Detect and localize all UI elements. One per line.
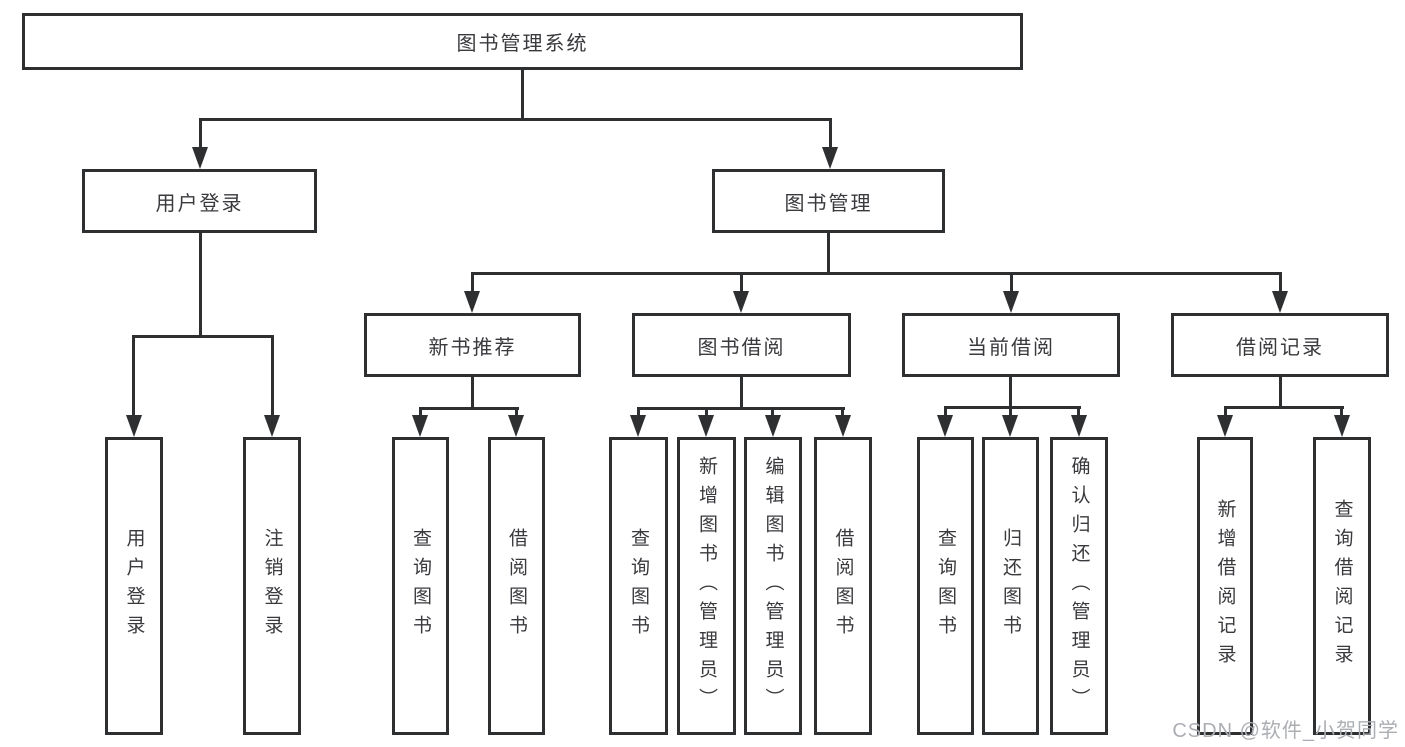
leaf-query-books-recommend: 查询图书: [392, 437, 449, 735]
arrow-down-icon: [412, 415, 428, 437]
connector-line: [521, 70, 524, 118]
connector-line: [271, 335, 274, 417]
arrow-down-icon: [1217, 415, 1233, 437]
leaf-confirm-return-admin: 确认归还（管理员）: [1050, 437, 1108, 735]
connector-line: [419, 407, 422, 418]
connector-line: [944, 406, 947, 418]
connector-line: [132, 335, 135, 417]
arrow-down-icon: [733, 291, 749, 313]
node-book-borrow: 图书借阅: [632, 313, 851, 377]
connector-line: [1010, 272, 1013, 295]
arrow-down-icon: [698, 415, 714, 437]
connector-line: [705, 407, 708, 418]
leaf-edit-books-admin: 编辑图书（管理员）: [744, 437, 802, 735]
leaf-label: 用户登录: [123, 528, 145, 644]
connector-line: [471, 377, 474, 409]
leaf-query-borrow-record: 查询借阅记录: [1313, 437, 1371, 735]
node-root-label: 图书管理系统: [456, 33, 589, 55]
arrow-down-icon: [464, 291, 480, 313]
leaf-user-login: 用户登录: [105, 437, 163, 735]
arrow-down-icon: [1071, 415, 1087, 437]
connector-line: [132, 335, 274, 338]
connector-line: [471, 272, 474, 295]
node-root: 图书管理系统: [22, 13, 1023, 70]
node-borrow-records: 借阅记录: [1171, 313, 1389, 377]
connector-line: [199, 118, 202, 150]
connector-line: [1224, 406, 1227, 418]
leaf-label: 查询借阅记录: [1331, 499, 1353, 673]
node-label: 借阅记录: [1236, 336, 1324, 359]
leaf-add-books-admin: 新增图书（管理员）: [677, 437, 736, 735]
arrow-down-icon: [264, 415, 280, 437]
node-label: 用户登录: [155, 192, 244, 215]
arrow-down-icon: [937, 415, 953, 437]
connector-line: [740, 272, 743, 295]
connector-line: [471, 272, 1282, 275]
leaf-label: 查询图书: [410, 528, 431, 644]
arrow-down-icon: [1334, 415, 1350, 437]
leaf-label: 查询图书: [935, 528, 956, 644]
connector-line: [637, 407, 640, 418]
watermark-text: CSDN @软件_小贺同学: [1172, 720, 1399, 742]
connector-line: [515, 407, 518, 418]
leaf-return-books: 归还图书: [982, 437, 1039, 735]
connector-line: [1009, 406, 1012, 418]
arrow-down-icon: [765, 415, 781, 437]
connector-line: [829, 118, 832, 150]
connector-line: [199, 233, 202, 337]
node-label: 图书管理: [784, 192, 873, 215]
arrow-down-icon: [508, 415, 524, 437]
arrow-down-icon: [126, 415, 142, 437]
connector-line: [1340, 406, 1343, 418]
connector-line: [1279, 272, 1282, 295]
leaf-label: 新增借阅记录: [1214, 499, 1236, 673]
leaf-logout: 注销登录: [243, 437, 301, 735]
arrow-down-icon: [630, 415, 646, 437]
arrow-down-icon: [1272, 291, 1288, 313]
connector-line: [841, 407, 844, 418]
connector-line: [637, 407, 845, 410]
arrow-down-icon: [835, 415, 851, 437]
leaf-query-books-borrow: 查询图书: [609, 437, 668, 735]
connector-line: [944, 406, 1081, 409]
connector-line: [1077, 406, 1080, 418]
leaf-label: 编辑图书（管理员）: [762, 455, 784, 717]
leaf-label: 借阅图书: [506, 528, 527, 644]
connector-line: [827, 233, 830, 274]
node-book-management: 图书管理: [712, 169, 945, 233]
arrow-down-icon: [192, 147, 208, 169]
connector-line: [419, 407, 519, 410]
leaf-add-borrow-record: 新增借阅记录: [1197, 437, 1253, 735]
leaf-label: 注销登录: [261, 528, 283, 644]
connector-line: [1224, 406, 1344, 409]
arrow-down-icon: [822, 147, 838, 169]
leaf-label: 确认归还（管理员）: [1068, 455, 1090, 717]
node-new-book-recommend: 新书推荐: [364, 313, 581, 377]
connector-line: [740, 377, 743, 409]
leaf-label: 借阅图书: [832, 528, 854, 644]
connector-line: [1279, 377, 1282, 407]
arrow-down-icon: [1003, 291, 1019, 313]
arrow-down-icon: [1002, 415, 1018, 437]
leaf-query-books-current: 查询图书: [917, 437, 974, 735]
node-user-login: 用户登录: [82, 169, 317, 233]
connector-line: [199, 118, 832, 121]
connector-line: [771, 407, 774, 418]
leaf-borrow-books-recommend: 借阅图书: [488, 437, 545, 735]
node-label: 新书推荐: [428, 336, 517, 359]
node-label: 图书借阅: [697, 336, 786, 359]
leaf-label: 归还图书: [1000, 528, 1021, 644]
node-label: 当前借阅: [967, 336, 1055, 359]
connector-line: [1009, 377, 1012, 407]
leaf-label: 查询图书: [628, 528, 649, 644]
leaf-label: 新增图书（管理员）: [696, 455, 717, 717]
node-current-borrow: 当前借阅: [902, 313, 1120, 377]
leaf-borrow-books: 借阅图书: [814, 437, 872, 735]
